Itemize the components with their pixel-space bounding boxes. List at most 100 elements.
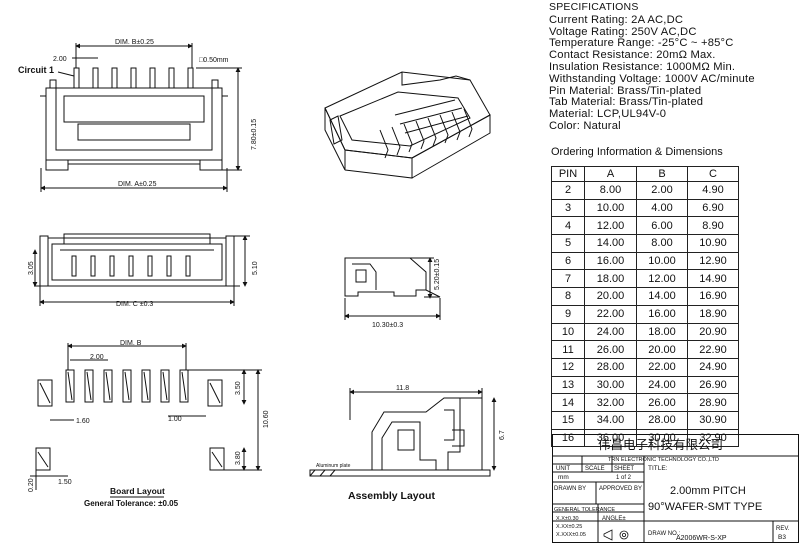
- angle-label: ANGLE±: [602, 516, 626, 522]
- cell-c: 8.90: [687, 216, 739, 236]
- cell-c: 18.90: [687, 304, 739, 324]
- tol-line-3: X.XXX±0.05: [556, 532, 586, 538]
- header-c: C: [687, 166, 739, 182]
- asm-67-label: 6.7: [499, 430, 506, 440]
- spec-line: Temperature Range: -25°C ~ +85°C: [549, 37, 734, 50]
- board-160-label: 1.60: [76, 418, 90, 425]
- general-tolerance-label: GENERAL TOLERANCE: [554, 507, 615, 513]
- cell-a: 18.00: [584, 269, 637, 289]
- cell-pin: 4: [551, 216, 585, 236]
- board-layout-title: Board Layout: [110, 486, 165, 496]
- cell-c: 20.90: [687, 322, 739, 342]
- cell-a: 34.00: [584, 410, 637, 430]
- side-w-label: 10.30±0.3: [372, 322, 403, 329]
- board-150-label: 1.50: [58, 479, 72, 486]
- board-350-label: 3.50: [235, 381, 242, 395]
- cell-pin: 9: [551, 304, 585, 324]
- cell-b: 8.00: [636, 234, 688, 253]
- title-block: 伟昌电子科技有限公司 TRN ELECTRONIC TECHNOLOGY CO.…: [552, 434, 799, 543]
- draw-no-value: A2006WR-S-XP: [676, 535, 727, 542]
- cell-b: 24.00: [636, 375, 688, 395]
- sheet-value: 1 of 2: [616, 475, 632, 481]
- rev-label: REV.: [776, 526, 790, 532]
- spec-line: Contact Resistance: 20mΩ Max.: [549, 49, 716, 62]
- front-pins: [71, 255, 191, 277]
- cell-b: 10.00: [636, 251, 688, 271]
- cell-b: 18.00: [636, 322, 688, 342]
- cell-pin: 15: [551, 410, 585, 430]
- rev-value: B3: [778, 534, 786, 541]
- header-a: A: [584, 166, 637, 182]
- front-view: [32, 233, 250, 306]
- technical-drawing: Circuit 1 DIM. B±0.25 2.00 □0.50mm DIM. …: [18, 39, 506, 508]
- board-pitch-label: 2.00: [90, 354, 104, 361]
- board-dim-b-label: DIM. B: [120, 340, 142, 347]
- cell-pin: 10: [551, 322, 585, 342]
- ordering-title: Ordering Information & Dimensions: [551, 146, 723, 158]
- unit-label: UNIT: [556, 466, 570, 472]
- cell-a: 28.00: [584, 357, 637, 377]
- asm-118-label: 11.8: [396, 385, 409, 392]
- scale-label: SCALE: [585, 466, 605, 472]
- cell-b: 26.00: [636, 393, 688, 412]
- cell-c: 4.90: [687, 181, 739, 200]
- general-tolerance-note: General Tolerance: ±0.05: [84, 499, 179, 508]
- cell-c: 10.90: [687, 234, 739, 253]
- cell-c: 22.90: [687, 340, 739, 359]
- cell-c: 16.90: [687, 287, 739, 306]
- cell-b: 2.00: [636, 181, 688, 200]
- spec-line: Material: LCP,UL94V-0: [549, 108, 667, 121]
- spec-line: Insulation Resistance: 1000MΩ Min.: [549, 60, 736, 73]
- cell-b: 16.00: [636, 304, 688, 324]
- drawing-title-line-1: 2.00mm PITCH: [670, 485, 746, 497]
- cell-c: 6.90: [687, 198, 739, 218]
- cell-b: 22.00: [636, 357, 688, 377]
- draw-no-label: DRAW NO.:: [648, 531, 680, 537]
- dim-c-label: DIM. C ±0.3: [116, 301, 153, 308]
- spec-line: Withstanding Voltage: 1000V AC/minute: [549, 72, 755, 85]
- specifications: SPECIFICATIONS Current Rating: 2A AC,DC …: [549, 1, 755, 133]
- company-name-cn: 伟昌电子科技有限公司: [598, 438, 723, 452]
- dim-b-label: DIM. B±0.25: [115, 39, 154, 46]
- cell-a: 26.00: [584, 340, 637, 359]
- cell-a: 12.00: [584, 216, 637, 236]
- spec-line: Voltage Rating: 250V AC,DC: [549, 25, 697, 38]
- cell-pin: 7: [551, 269, 585, 289]
- assembly-layout-title: Assembly Layout: [348, 490, 435, 502]
- unit-value: mm: [558, 474, 569, 481]
- isometric-view: [324, 71, 491, 179]
- cell-b: 14.00: [636, 287, 688, 306]
- header-b: B: [636, 166, 688, 182]
- board-1060-label: 10.60: [263, 410, 270, 428]
- cell-pin: 8: [551, 287, 585, 306]
- header-pin: PIN: [551, 166, 585, 182]
- aluminum-plate-label: Aluminum plate: [316, 463, 351, 469]
- cell-pin: 11: [551, 340, 585, 359]
- projection-symbol-icon: [603, 529, 629, 541]
- approved-by-label: APPROVED BY: [599, 486, 642, 492]
- pin-size-label: □0.50mm: [199, 57, 229, 64]
- cell-a: 30.00: [584, 375, 637, 395]
- cell-b: 6.00: [636, 216, 688, 236]
- company-name-en: TRN ELECTRONIC TECHNOLOGY CO.,LTD: [608, 457, 719, 463]
- dim-a-label: DIM. A±0.25: [118, 181, 157, 188]
- spec-line: Pin Material: Brass/Tin-plated: [549, 84, 702, 97]
- cell-c: 26.90: [687, 375, 739, 395]
- cell-b: 20.00: [636, 340, 688, 359]
- tol-line-1: X.X±0.30: [556, 516, 579, 522]
- title-label: TITLE:: [648, 465, 668, 472]
- cell-c: 24.90: [687, 357, 739, 377]
- cell-b: 4.00: [636, 198, 688, 218]
- pitch-label: 2.00: [53, 56, 67, 63]
